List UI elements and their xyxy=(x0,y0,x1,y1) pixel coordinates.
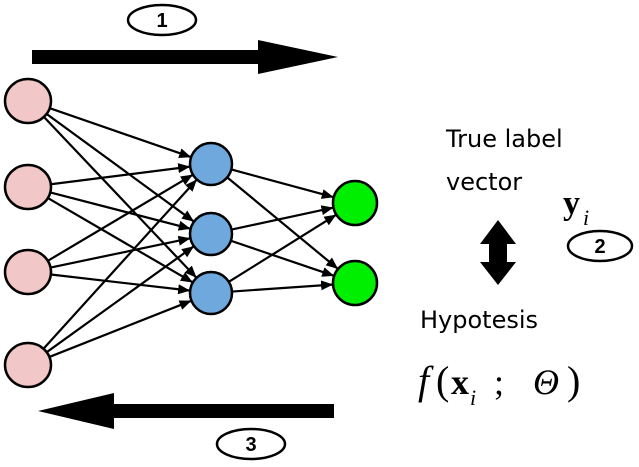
step-1-badge: 1 xyxy=(126,3,198,37)
f-symbol: f xyxy=(418,358,434,403)
connection-input-1-to-hidden-1 xyxy=(49,107,192,158)
step-3-badge: 3 xyxy=(215,427,287,461)
backward-pass-arrow xyxy=(38,393,334,429)
connection-hidden-2-to-output-1 xyxy=(231,205,334,231)
step-3-number: 3 xyxy=(245,434,256,456)
y-symbol: y xyxy=(563,185,580,222)
forward-pass-arrow xyxy=(32,40,338,74)
connection-hidden-3-to-output-2 xyxy=(231,280,334,293)
hypothesis-formula: f ( x i ; Θ ) xyxy=(418,358,580,410)
input-node-1 xyxy=(3,77,53,125)
output-node-2 xyxy=(331,259,379,307)
step-2-number: 2 xyxy=(594,236,605,258)
x-symbol: x xyxy=(451,362,469,402)
input-node-4 xyxy=(3,341,53,389)
connection-hidden-3-to-output-1 xyxy=(228,214,337,283)
true-label-line1: True label xyxy=(445,125,563,153)
connection-input-4-to-hidden-2 xyxy=(46,245,194,354)
hidden-node-1 xyxy=(188,141,234,187)
output-node-1 xyxy=(331,179,379,227)
theta-symbol: Θ xyxy=(533,362,559,402)
y-i-symbol: y i xyxy=(563,185,589,230)
connection-input-2-to-hidden-2 xyxy=(50,191,191,231)
hidden-node-3 xyxy=(188,270,234,316)
connection-input-2-to-hidden-3 xyxy=(47,197,193,283)
close-paren: ) xyxy=(567,358,580,403)
connection-input-3-to-hidden-3 xyxy=(50,273,191,295)
separator: ; xyxy=(494,362,504,402)
step-2-badge: 2 xyxy=(566,229,634,263)
connection-input-3-to-hidden-2 xyxy=(50,235,191,269)
connection-hidden-1-to-output-2 xyxy=(226,176,339,270)
hidden-node-2 xyxy=(188,211,234,257)
connection-input-1-to-hidden-2 xyxy=(45,113,195,222)
x-subscript: i xyxy=(470,385,476,410)
connection-input-1-to-hidden-3 xyxy=(43,116,197,278)
connection-input-4-to-hidden-3 xyxy=(48,300,192,358)
network-nodes xyxy=(3,77,379,389)
connection-input-3-to-hidden-1 xyxy=(47,174,193,262)
step-1-number: 1 xyxy=(156,10,167,32)
open-paren: ( xyxy=(436,358,449,403)
hypothesis-label: Hypotesis xyxy=(420,306,538,334)
y-subscript: i xyxy=(583,205,589,230)
connection-hidden-2-to-output-2 xyxy=(230,239,335,277)
input-node-3 xyxy=(3,248,53,296)
network-connections xyxy=(42,107,339,358)
connection-hidden-1-to-output-1 xyxy=(230,168,334,199)
input-node-2 xyxy=(3,163,53,211)
connection-input-2-to-hidden-1 xyxy=(50,163,191,186)
connection-input-4-to-hidden-1 xyxy=(42,179,198,350)
true-label-line2: vector xyxy=(446,168,522,196)
compare-double-arrow xyxy=(480,220,516,285)
